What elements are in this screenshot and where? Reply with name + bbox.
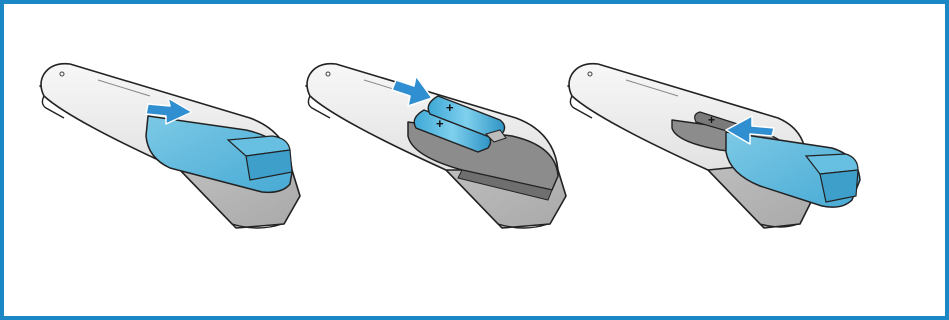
step-3-remote: + (567, 62, 861, 229)
step-1-remote (39, 62, 301, 229)
step-2-remote: + + (305, 62, 567, 229)
battery-1-plus: + (436, 116, 444, 131)
insert-arrow (391, 75, 433, 107)
slide-arrow-1 (145, 97, 193, 125)
slide-arrow-3 (725, 115, 775, 145)
battery-3-plus: + (708, 113, 715, 127)
battery-2-plus: + (446, 100, 454, 115)
